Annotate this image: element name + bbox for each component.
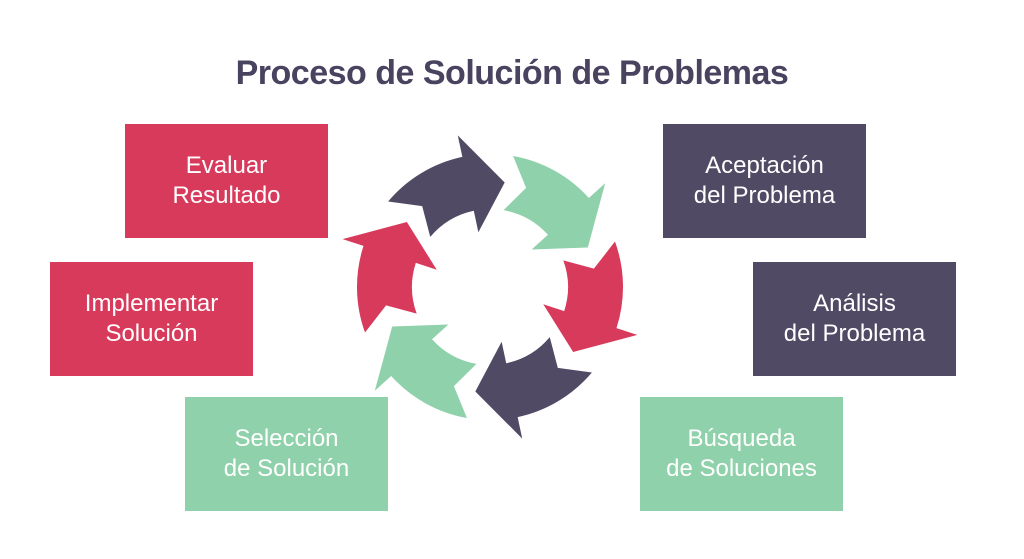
diagram-title: Proceso de Solución de Problemas: [235, 54, 789, 92]
step-implementar-solucion: Implementar Solución: [50, 262, 253, 376]
step-evaluar-resultado: Evaluar Resultado: [125, 124, 328, 238]
cycle-arrow-lower-right: [475, 337, 592, 439]
step-analisis-del-problema: Análisis del Problema: [753, 262, 956, 376]
cycle-arrow-upper-right: [543, 241, 638, 352]
cycle-arrow-bottom: [374, 324, 477, 418]
cycle-arrows-icon: [342, 135, 638, 439]
cycle-arrow-lower-left: [342, 222, 437, 333]
step-busqueda-de-soluciones: Búsqueda de Soluciones: [640, 397, 843, 511]
cycle-arrow-top: [503, 156, 606, 250]
step-aceptacion-del-problema: Aceptación del Problema: [663, 124, 866, 238]
step-seleccion-de-solucion: Selección de Solución: [185, 397, 388, 511]
cycle-arrow-upper-left: [388, 135, 505, 237]
